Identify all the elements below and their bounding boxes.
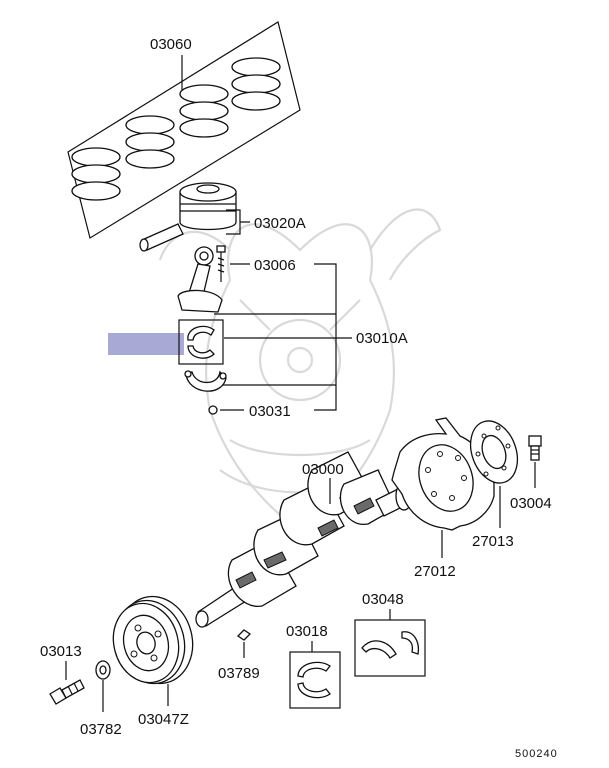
label-03013[interactable]: 03013 [40, 643, 82, 660]
main-bearing-box[interactable] [289, 651, 341, 709]
label-03031[interactable]: 03031 [249, 403, 291, 420]
label-03020a[interactable]: 03020A [254, 215, 306, 232]
label-03010a[interactable]: 03010A [356, 330, 408, 347]
label-03048[interactable]: 03048 [362, 591, 404, 608]
connecting-rod-icon [177, 246, 223, 313]
highlight-rod-bearing [108, 333, 184, 355]
crank-pulley-icon [112, 595, 194, 685]
label-03004[interactable]: 03004 [510, 495, 552, 512]
diagram-code: 500240 [515, 748, 558, 760]
rod-bearing-icon [187, 325, 215, 359]
rod-bolt-icon [216, 245, 226, 282]
thrust-washer-box[interactable] [354, 619, 426, 677]
label-27013[interactable]: 27013 [472, 533, 514, 550]
label-03047z[interactable]: 03047Z [138, 711, 189, 728]
drive-plate-icon [391, 417, 495, 531]
ring-set-box [67, 21, 301, 239]
pulley-bolt-icon [49, 679, 85, 705]
key-icon [236, 629, 252, 641]
washer-icon [95, 660, 111, 680]
thrust-washer-icon [361, 631, 420, 659]
label-03006[interactable]: 03006 [254, 257, 296, 274]
label-03782[interactable]: 03782 [80, 721, 122, 738]
label-03018[interactable]: 03018 [286, 623, 328, 640]
piston-pin-icon [139, 223, 184, 252]
label-03000[interactable]: 03000 [302, 461, 344, 478]
label-03789[interactable]: 03789 [218, 665, 260, 682]
label-27012[interactable]: 27012 [414, 563, 456, 580]
rod-nut-icon [208, 405, 218, 415]
main-bearing-icon [297, 661, 331, 699]
rod-cap-icon [184, 370, 227, 392]
label-03060[interactable]: 03060 [150, 36, 192, 53]
adapter-plate-icon [469, 420, 519, 484]
flywheel-bolt-icon [528, 435, 542, 461]
piston-rings [71, 57, 281, 201]
piston-icon [179, 182, 237, 231]
rod-bearing-box[interactable] [178, 319, 224, 365]
